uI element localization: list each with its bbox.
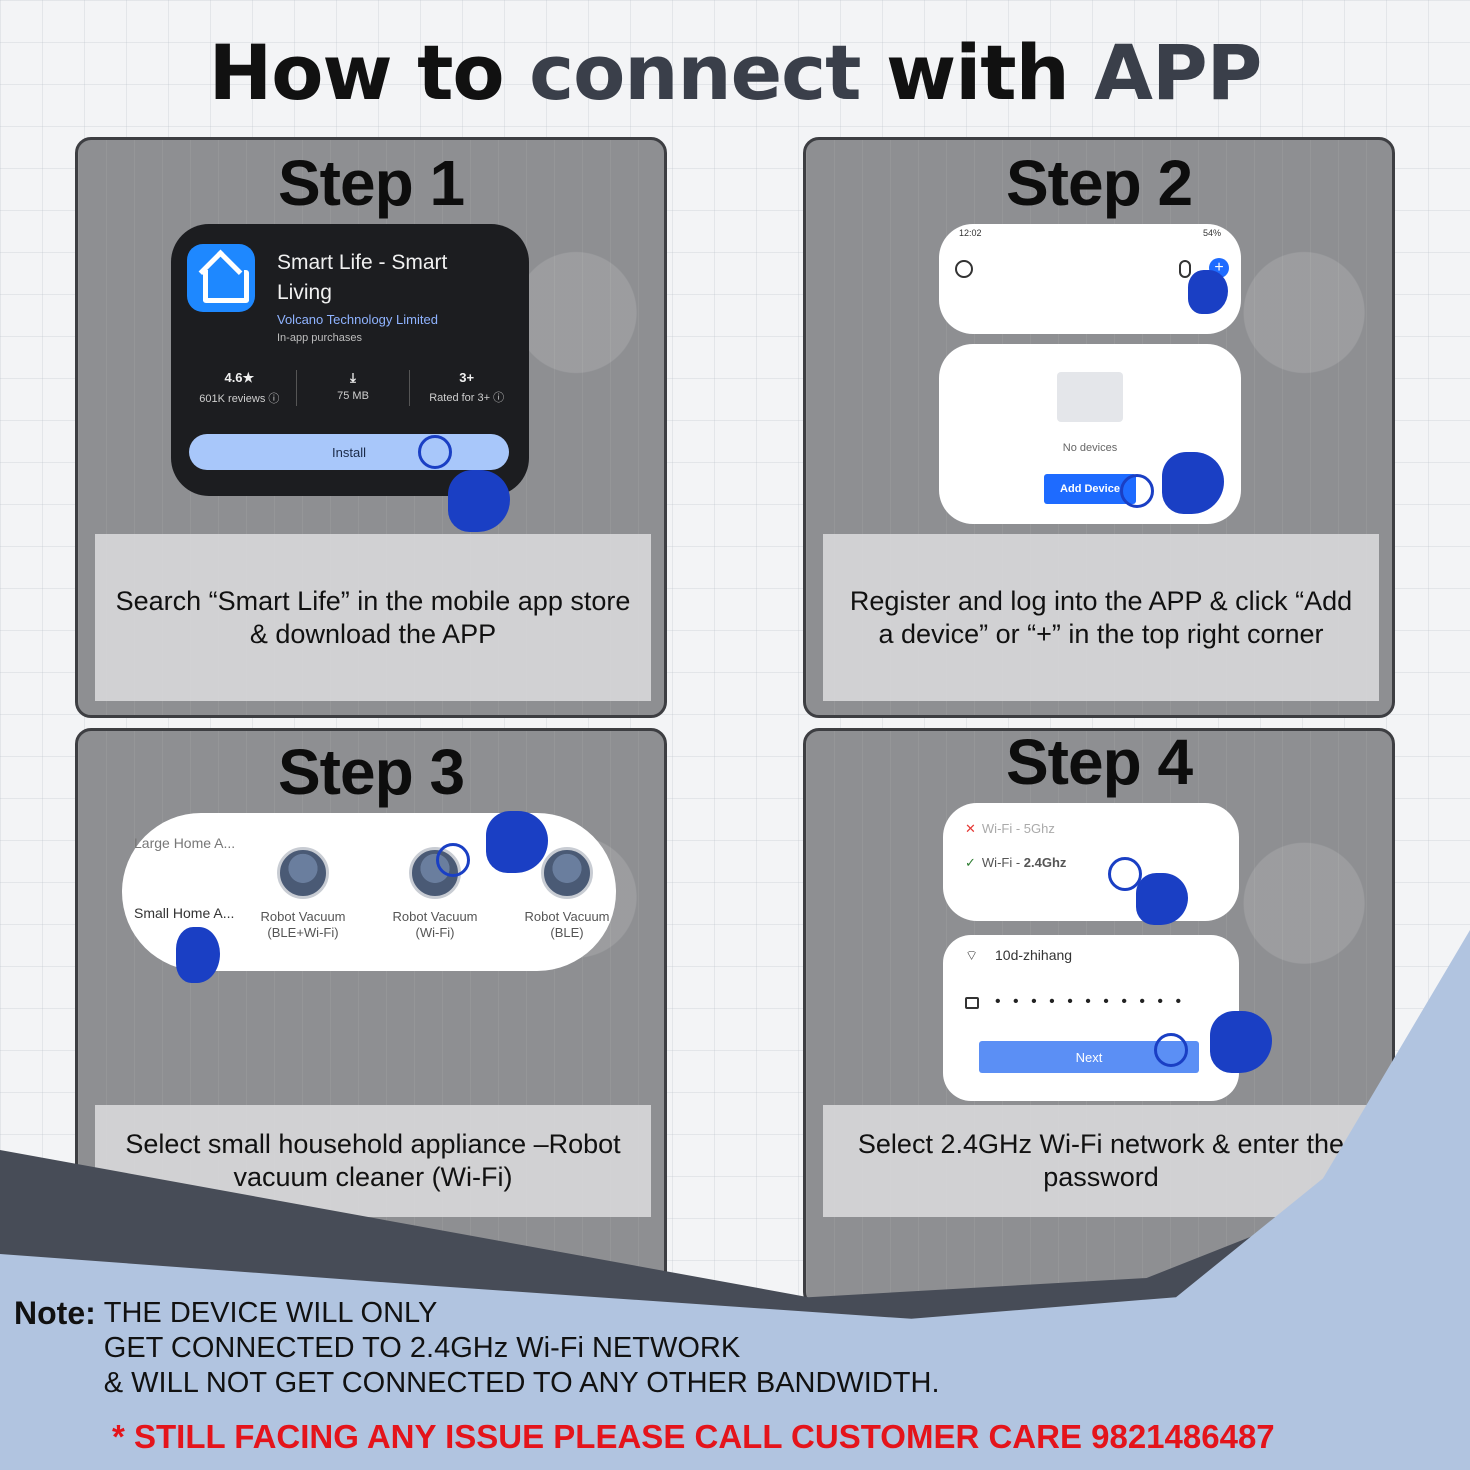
app-stats: 4.6★ 601K reviews ⓘ ⤓ 75 MB 3+ Rated for…	[183, 370, 523, 406]
note-line: THE DEVICE WILL ONLY	[103, 1297, 438, 1329]
robot-label: Robot Vacuum (Wi-Fi)	[392, 909, 478, 940]
pointing-hand-icon	[1162, 452, 1224, 514]
wifi-password-field[interactable]: • • • • • • • • • • •	[995, 993, 1186, 1010]
step-4-heading: Step 4	[1005, 728, 1193, 798]
robot-vacuum-icon	[541, 847, 593, 899]
tap-ring-icon	[436, 843, 470, 877]
pointing-hand-icon	[1210, 1011, 1272, 1073]
install-button[interactable]: Install	[189, 434, 509, 470]
wifi-list-card: ✕Wi-Fi - 5Ghz ✓Wi-Fi - 2.4Ghz	[943, 803, 1239, 921]
smart-life-app-icon	[187, 244, 255, 312]
age-rating-label: Rated for 3+ ⓘ	[429, 392, 505, 404]
empty-box-icon	[1057, 372, 1123, 422]
note-label: Note:	[14, 1295, 96, 1331]
tap-ring-icon	[1108, 857, 1142, 891]
wifi-24ghz-option[interactable]: ✓Wi-Fi - 2.4Ghz	[965, 855, 1067, 870]
rating-value: 4.6★	[224, 370, 255, 385]
microphone-icon[interactable]	[1179, 260, 1191, 278]
note-block: Note: THE DEVICE WILL ONLY GET CONNECTED…	[14, 1296, 940, 1401]
robot-vacuum-icon	[277, 847, 329, 899]
wifi-icon: ⌔	[965, 947, 979, 963]
step-3-heading: Step 3	[277, 736, 465, 808]
tap-ring-icon	[1120, 474, 1154, 508]
category-large-home[interactable]: Large Home A...	[134, 835, 236, 851]
step-1-heading: Step 1	[277, 147, 465, 219]
battery-level: 54%	[1202, 228, 1221, 238]
note-line: GET CONNECTED TO 2.4GHz Wi-Fi NETWORK	[103, 1332, 741, 1364]
wifi-credentials-card: ⌔ 10d-zhihang • • • • • • • • • • • Next	[943, 935, 1239, 1101]
page-title: How to connect with APP	[208, 28, 1263, 117]
pointing-hand-icon	[1188, 270, 1228, 314]
robot-label: Robot Vacuum (BLE)	[524, 909, 610, 940]
step-4-caption: Select 2.4GHz Wi-Fi network & enter the …	[823, 1105, 1379, 1217]
app-size: 75 MB	[337, 390, 369, 402]
check-icon: ✓	[965, 855, 976, 870]
step-2-heading: Step 2	[1005, 147, 1193, 219]
in-app-purchases-label: In-app purchases	[277, 332, 362, 344]
status-time: 12:02	[959, 228, 982, 238]
reviews-count: 601K reviews ⓘ	[199, 393, 280, 405]
note-line: & WILL NOT GET CONNECTED TO ANY OTHER BA…	[103, 1367, 940, 1399]
app-store-card: Smart Life - Smart Living Volcano Techno…	[171, 224, 529, 496]
no-devices-text: No devices	[1062, 442, 1118, 454]
tap-ring-icon	[418, 435, 452, 469]
step-2-panel: Step 2 12:02 54% + No devices Add Device…	[803, 137, 1395, 718]
user-icon[interactable]	[955, 260, 973, 278]
app-developer[interactable]: Volcano Technology Limited	[277, 312, 438, 327]
tap-ring-icon	[1154, 1033, 1188, 1067]
robot-vacuum-ble[interactable]: Robot Vacuum (BLE)	[512, 847, 622, 941]
step-3-caption: Select small household appliance –Robot …	[95, 1105, 651, 1217]
wifi-5ghz-option[interactable]: ✕Wi-Fi - 5Ghz	[965, 821, 1055, 836]
robot-vacuum-wifi[interactable]: Robot Vacuum (Wi-Fi)	[380, 847, 490, 941]
status-bar: 12:02 54%	[959, 228, 1221, 238]
customer-care-line: * STILL FACING ANY ISSUE PLEASE CALL CUS…	[112, 1418, 1275, 1455]
app-name: Smart Life - Smart Living	[277, 251, 448, 304]
not-supported-icon: ✕	[965, 821, 976, 836]
robot-vacuum-ble-wifi[interactable]: Robot Vacuum (BLE+Wi-Fi)	[248, 847, 358, 941]
lock-icon	[965, 997, 979, 1009]
pointing-hand-icon	[448, 470, 510, 532]
step-1-caption: Search “Smart Life” in the mobile app st…	[95, 534, 651, 701]
note-text: THE DEVICE WILL ONLY GET CONNECTED TO 2.…	[104, 1296, 940, 1401]
wifi-ssid-field[interactable]: 10d-zhihang	[995, 947, 1073, 963]
robot-label: Robot Vacuum (BLE+Wi-Fi)	[260, 909, 346, 940]
step-2-caption: Register and log into the APP & click “A…	[823, 534, 1379, 701]
age-rating-badge: 3+	[459, 370, 475, 385]
pointing-hand-icon	[176, 927, 220, 983]
age-stat: 3+ Rated for 3+ ⓘ	[410, 370, 523, 406]
size-stat: ⤓ 75 MB	[297, 370, 411, 406]
pointing-hand-icon	[1136, 873, 1188, 925]
download-icon: ⤓	[350, 370, 356, 385]
pointing-hand-icon	[486, 811, 548, 873]
category-small-home[interactable]: Small Home A...	[134, 905, 235, 921]
step-1-panel: Step 1 Smart Life - Smart Living Volcano…	[75, 137, 667, 718]
rating-stat: 4.6★ 601K reviews ⓘ	[183, 370, 297, 406]
